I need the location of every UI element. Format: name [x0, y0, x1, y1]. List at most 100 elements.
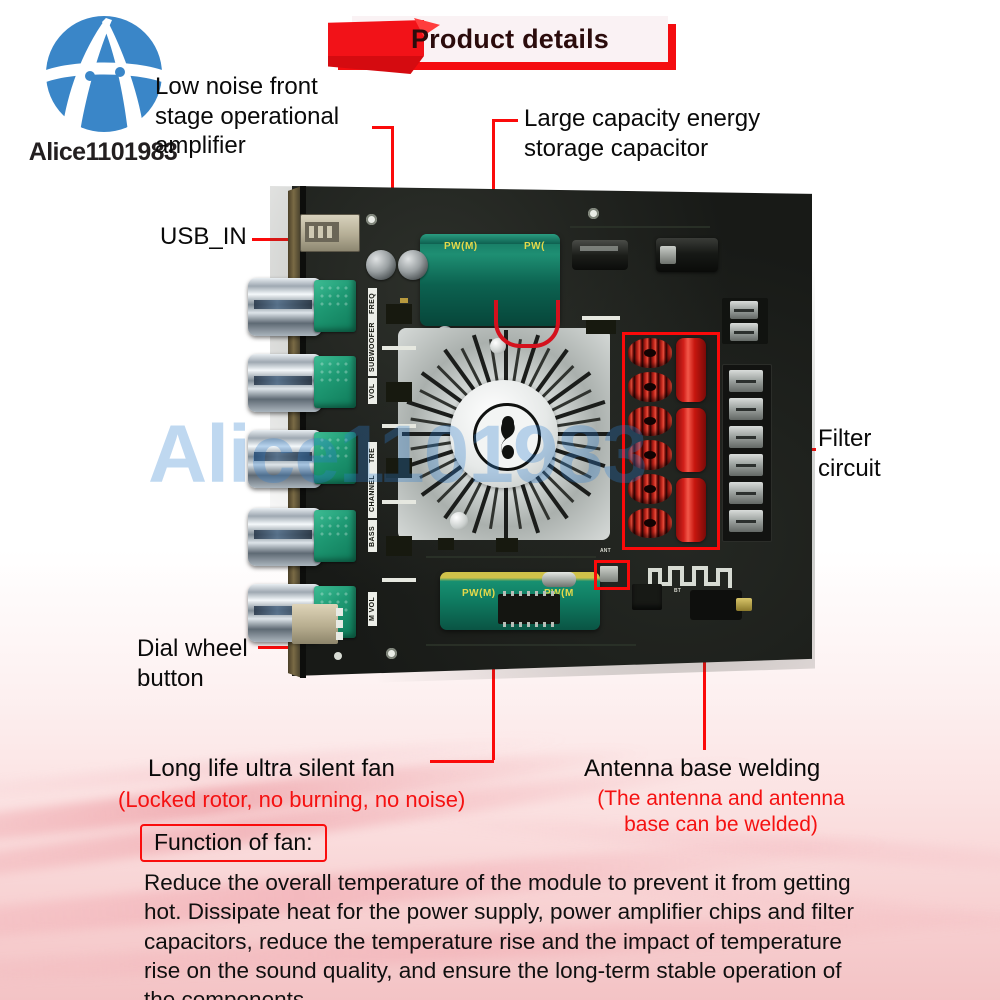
capacitor-marking: PW(: [524, 241, 545, 252]
control-knob[interactable]: [248, 278, 326, 336]
silkscreen-ant: ANT: [600, 548, 611, 554]
film-capacitor: [676, 338, 706, 402]
mounting-hole: [366, 214, 377, 225]
operational-amplifier-ic: [386, 382, 412, 402]
antenna-base-pad[interactable]: [600, 566, 618, 582]
brand-logo: Alice1101983: [18, 12, 188, 177]
pcb-antenna-trace: [648, 562, 734, 592]
leader-line: [252, 238, 308, 241]
pcb-trace: [426, 644, 636, 646]
audio-jack[interactable]: [690, 590, 752, 620]
terminal-screw[interactable]: [729, 510, 763, 532]
potentiometer[interactable]: [314, 280, 356, 332]
control-knob[interactable]: [248, 508, 326, 566]
silkscreen-tre: TRE: [368, 442, 377, 468]
silkscreen-mvol: M VOL: [368, 592, 377, 626]
fan-screw: [450, 512, 468, 530]
leader-line: [492, 119, 518, 122]
crystal-oscillator: [542, 572, 576, 587]
silkscreen-bass: BASS: [368, 520, 377, 552]
smd-component: [496, 538, 518, 552]
brand-name: Alice1101983: [28, 138, 178, 166]
two-pin-header[interactable]: [722, 298, 768, 344]
terminal-screw[interactable]: [729, 426, 763, 448]
callout-antenna-base-note: (The antenna and antenna base can be wel…: [597, 787, 845, 836]
speaker-terminal-block[interactable]: [722, 364, 772, 542]
silkscreen-bt: BT: [674, 588, 682, 594]
potentiometer[interactable]: [314, 510, 356, 562]
dc-power-jack[interactable]: [656, 238, 718, 272]
electrolytic-capacitor: [366, 250, 396, 280]
callout-low-noise-opamp: Low noise front stage operational amplif…: [155, 73, 340, 160]
operational-amplifier-ic: [386, 536, 412, 556]
mounting-hole: [588, 208, 599, 219]
silkscreen-vol: VOL: [368, 378, 377, 404]
toroid-inductor: [628, 440, 672, 470]
toroid-inductor: [628, 474, 672, 504]
film-capacitor: [676, 478, 706, 542]
callout-dial-wheel-button: Dial wheel button: [137, 635, 248, 692]
amplifier-board: FREQ SUBWOOFER VOL TRE CHANNEL BASS M VO…: [248, 186, 815, 686]
callout-silent-fan: Long life ultra silent fan: [148, 755, 395, 782]
fan-function-heading: Function of fan:: [154, 829, 313, 855]
smd-pad-row: [382, 424, 416, 428]
capacitor-marking: PW(M): [444, 241, 478, 252]
fan-center-ring: [473, 403, 541, 471]
usb-in-connector[interactable]: [300, 214, 360, 252]
smd-resistor: [400, 298, 408, 303]
filter-circuit-highlight-box: [622, 332, 720, 550]
smd-pad-row: [382, 346, 416, 350]
dial-wheel-button[interactable]: [292, 604, 343, 644]
control-knob[interactable]: [248, 354, 326, 412]
smd-component: [586, 320, 616, 334]
banner-title: Product details: [410, 23, 610, 54]
alice-globe-a-logo-icon: [40, 12, 168, 140]
toroid-inductor: [628, 406, 672, 436]
toroid-inductor: [628, 508, 672, 538]
film-capacitor: [676, 408, 706, 472]
potentiometer[interactable]: [314, 432, 356, 484]
fan-screw: [490, 338, 506, 354]
operational-amplifier-ic: [386, 458, 412, 478]
smd-pad-row: [382, 500, 416, 504]
toroid-inductor: [628, 372, 672, 402]
callout-filter-circuit: Filter circuit: [818, 425, 881, 482]
voltage-regulator: [632, 584, 662, 610]
mounting-hole: [386, 648, 397, 659]
usb-port-cavity: [305, 222, 339, 242]
silkscreen-channel: CHANNEL: [368, 468, 377, 518]
fan-power-wire: [494, 300, 560, 348]
operational-amplifier-ic: [386, 304, 412, 324]
toroid-inductor: [628, 338, 672, 368]
callout-large-capacitor: Large capacity energy storage capacitor: [524, 105, 761, 162]
bluetooth-ic: [498, 591, 560, 627]
silkscreen-subwoofer: SUBWOOFER: [368, 318, 377, 376]
terminal-screw[interactable]: [729, 482, 763, 504]
terminal-screw[interactable]: [729, 454, 763, 476]
terminal-screw[interactable]: [729, 398, 763, 420]
potentiometer[interactable]: [314, 356, 356, 408]
silkscreen-freq: FREQ: [368, 288, 377, 318]
antenna-base-highlight-box: [594, 560, 630, 590]
smd-pad-row: [382, 578, 416, 582]
leader-line: [258, 646, 308, 649]
fan-function-heading-box: Function of fan:: [140, 824, 327, 862]
leader-line: [703, 594, 706, 750]
fan-blade-icon: [498, 415, 516, 459]
leader-line: [372, 126, 394, 129]
smd-component: [582, 316, 620, 320]
capacitor-marking: PW(M: [544, 588, 574, 599]
callout-antenna-base: Antenna base welding: [584, 755, 821, 782]
terminal-screw[interactable]: [729, 370, 763, 392]
leader-line: [430, 760, 494, 763]
via-hole: [334, 652, 342, 660]
pcb-trace: [426, 556, 596, 558]
callout-silent-fan-note: (Locked rotor, no burning, no noise): [118, 787, 466, 812]
electrolytic-capacitor: [398, 250, 428, 280]
product-details-banner: Product details: [328, 16, 676, 74]
control-knob[interactable]: [248, 430, 326, 488]
heatsink-fan-assembly: [398, 300, 610, 540]
capacitor-marking: PW(M): [462, 588, 496, 599]
callout-usb-in: USB_IN: [160, 223, 247, 250]
